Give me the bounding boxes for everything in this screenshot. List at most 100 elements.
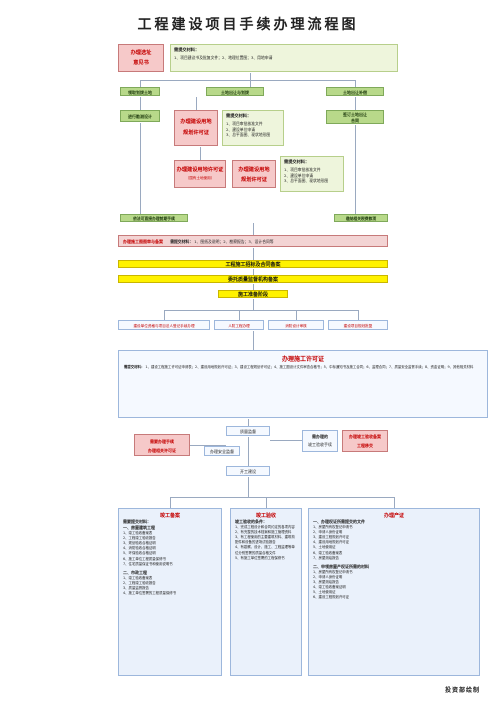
land-plan-material-2: 2、建设单位申请 bbox=[226, 126, 255, 132]
land-plan-materials-label: 需提交材料： bbox=[226, 113, 252, 118]
connector-line bbox=[190, 445, 226, 446]
bid-step-box: 工程施工招标及合同备案 bbox=[118, 260, 388, 268]
site-selection-label-1: 办理选址 bbox=[130, 50, 152, 56]
connector-line bbox=[239, 310, 240, 320]
completion-acceptance-2: 2、有完整的技术档案和施工管理资料 bbox=[235, 530, 292, 535]
connector-line bbox=[164, 310, 358, 311]
property-certificate-2-6: 6、建设工程规划许可证 bbox=[313, 595, 350, 600]
sub-item-2: 人防工程办理 bbox=[214, 320, 264, 330]
site-materials-box: 需提交材料： 1、项目建议书及批复文件；2、地理位置图；3、用地申请 bbox=[170, 44, 398, 72]
property-certificate-title: 办理产证 bbox=[383, 513, 404, 519]
connector-line bbox=[170, 497, 394, 498]
completion-acceptance-5: 5、有施工单位签署的工程保修书 bbox=[235, 555, 285, 560]
property-certificate-1-1: 1、房屋所有权登记申请书 bbox=[313, 525, 353, 529]
acceptance-filing-box: 办理竣工验收备案 工程移交 bbox=[342, 430, 388, 452]
site-materials-label: 需提交材料： bbox=[174, 47, 200, 52]
connector-line bbox=[355, 125, 356, 214]
connector-line bbox=[355, 97, 356, 110]
connector-line bbox=[164, 310, 165, 320]
connector-line bbox=[266, 497, 267, 508]
property-certificate-1-3: 3、建设工程规划许可证 bbox=[313, 535, 350, 540]
construction-start-box: 开工建设 bbox=[226, 466, 270, 476]
sub-item-1: 建设单位资格与项目法人登记手续办理 bbox=[118, 320, 210, 330]
connector-line bbox=[248, 477, 249, 497]
survey-design-box: 进行勘测设计 bbox=[120, 110, 160, 122]
row3-materials-label: 需提交材料： bbox=[284, 159, 310, 164]
branch-left: 领取划拨土地 bbox=[120, 87, 160, 96]
quality-supervision-box: 质量监督 bbox=[226, 426, 270, 436]
completion-filing-1-7: 7、住宅质量保证书和使用说明书 bbox=[123, 561, 173, 566]
completion-acceptance-3: 3、有工程使用的主要建筑材料、建筑构配件和设备的进场试验报告 bbox=[235, 535, 295, 545]
branch-mid: 土地出让与划拨 bbox=[206, 87, 264, 96]
pre-procedures-box: 依法可直接办理前期手续 bbox=[120, 214, 188, 222]
connector-line bbox=[270, 440, 302, 441]
completion-filing-section-1: 一、房屋建筑工程 bbox=[123, 525, 155, 530]
property-certificate-2-5: 5、土地使用证 bbox=[313, 590, 336, 595]
land-use-permit-box: 办理建设用地许可证 （国有土地使用） bbox=[174, 160, 226, 188]
land-contract-label-1: 签订土地出让 bbox=[343, 112, 367, 117]
completion-filing-2-3: 3、质量监督报告 bbox=[123, 585, 149, 590]
connector-line bbox=[196, 97, 197, 110]
completion-acceptance-1: 1、完成工程设计和合同约定的各项内容 bbox=[235, 525, 295, 529]
land-plan-material-1: 1、项目审批核准文件 bbox=[226, 121, 263, 127]
property-certificate-section-1: 一、办理权证所需提交的文件 bbox=[313, 519, 365, 524]
design-review-title: 办理施工图图审与备案 bbox=[123, 239, 163, 244]
site-materials-text: 1、项目建议书及批复文件；2、地理位置图；3、用地申请 bbox=[174, 55, 273, 61]
connector-line bbox=[253, 223, 254, 235]
completion-filing-1-6: 6、施工单位工程质量保修书 bbox=[123, 556, 166, 561]
connector-line bbox=[248, 419, 249, 426]
connector-line bbox=[253, 331, 254, 350]
site-selection-box: 办理选址 意见书 bbox=[118, 44, 164, 72]
land-plan-material-3: 3、总平面图、现状地形图 bbox=[226, 132, 271, 138]
land-contract-box: 签订土地出让 合同 bbox=[326, 110, 384, 124]
completion-filing-1-2: 2、工程竣工验收报告 bbox=[123, 536, 156, 541]
connector-line bbox=[248, 437, 249, 466]
connector-line bbox=[200, 147, 201, 160]
completion-filing-title: 竣工备案 bbox=[159, 513, 180, 519]
land-use-permit-label-2: （国有土地使用） bbox=[185, 176, 215, 180]
land-plan-permit-box-2: 办理建设用地 规划许可证 bbox=[232, 160, 276, 188]
right-acceptance-label-1: 需办理的 bbox=[312, 434, 328, 439]
property-certificate-1-7: 7、房屋测绘报告 bbox=[313, 555, 339, 560]
land-plan-permit-box: 办理建设用地 规划许可证 bbox=[174, 110, 218, 146]
completion-acceptance-panel: 竣工验收 竣工验收的条件： 1、完成工程设计和合同约定的各项内容 2、有完整的技… bbox=[230, 508, 302, 676]
sub-item-3: 消防设计审核 bbox=[268, 320, 324, 330]
acceptance-filing-label-2: 工程移交 bbox=[357, 443, 373, 448]
connector-line bbox=[140, 80, 141, 87]
property-certificate-2-2: 2、申请人身份证明 bbox=[313, 574, 343, 579]
completion-filing-panel: 竣工备案 需要提交材料： 一、房屋建筑工程 1、竣工验收备案表 2、工程竣工验收… bbox=[118, 508, 222, 676]
connector-line bbox=[253, 299, 254, 310]
row3-material-2: 2、建设单位申请 bbox=[284, 172, 313, 178]
quality-step-box: 委托质量监督机构备案 bbox=[118, 275, 388, 283]
land-use-permit-label-1: 办理建设用地许可证 bbox=[176, 167, 224, 173]
row3-material-3: 3、总平面图、现状地形图 bbox=[284, 178, 329, 184]
completion-filing-1-3: 3、规划验收合格证明 bbox=[123, 541, 156, 546]
left-procedure-label-2: 办理相关许可证 bbox=[148, 448, 176, 453]
land-contract-label-2: 合同 bbox=[351, 118, 359, 123]
property-certificate-panel: 办理产证 一、办理权证所需提交的文件 1、房屋所有权登记申请书 2、申请人身份证… bbox=[308, 508, 480, 676]
construction-permit-box: 办理施工许可证 需提交材料： 1、建设工程施工许可证申请表；2、建设用地规划许可… bbox=[118, 350, 488, 418]
connector-line bbox=[358, 310, 359, 320]
construction-permit-title: 办理施工许可证 bbox=[281, 356, 324, 363]
completion-filing-2-4: 4、施工单位签署的工程质量保修书 bbox=[123, 591, 177, 596]
left-procedure-box: 需要办理手续 办理相关许可证 bbox=[134, 434, 190, 456]
safety-supervision-box: 办理安全监督 bbox=[204, 446, 240, 456]
land-plan-permit-2-label-2: 规划许可证 bbox=[241, 177, 267, 183]
completion-filing-section-2: 二、市政工程 bbox=[123, 569, 147, 575]
land-plan-materials-box: 需提交材料： 1、项目审批核准文件 2、建设单位申请 3、总平面图、现状地形图 bbox=[222, 110, 284, 146]
property-certificate-1-6: 6、竣工验收备案表 bbox=[313, 550, 343, 555]
land-plan-permit-2-label-1: 办理建设用地 bbox=[238, 167, 270, 173]
connector-line bbox=[170, 497, 171, 508]
right-acceptance-box: 需办理的 竣工验收手续 bbox=[302, 430, 338, 452]
connector-line bbox=[140, 97, 141, 110]
completion-filing-1-1: 1、竣工验收备案表 bbox=[123, 531, 153, 535]
design-review-box: 办理施工图图审与备案 需提交材料： 1、图纸及说明；2、勘察报告；3、设计合同等 bbox=[118, 235, 388, 247]
completion-filing-subtitle: 需要提交材料： bbox=[123, 519, 151, 524]
tax-payment-box: 缴纳相关税费款项 bbox=[334, 214, 388, 222]
property-certificate-1-2: 2、申请人身份证明 bbox=[313, 530, 343, 535]
completion-filing-2-2: 2、工程竣工验收报告 bbox=[123, 580, 156, 585]
permit-prep-step-box: 施工准备阶段 bbox=[218, 290, 288, 298]
design-review-label: 需提交材料： bbox=[170, 239, 193, 244]
completion-filing-2-1: 1、竣工验收备案表 bbox=[123, 575, 153, 580]
property-certificate-2-4: 4、竣工验收备案证明 bbox=[313, 585, 346, 590]
